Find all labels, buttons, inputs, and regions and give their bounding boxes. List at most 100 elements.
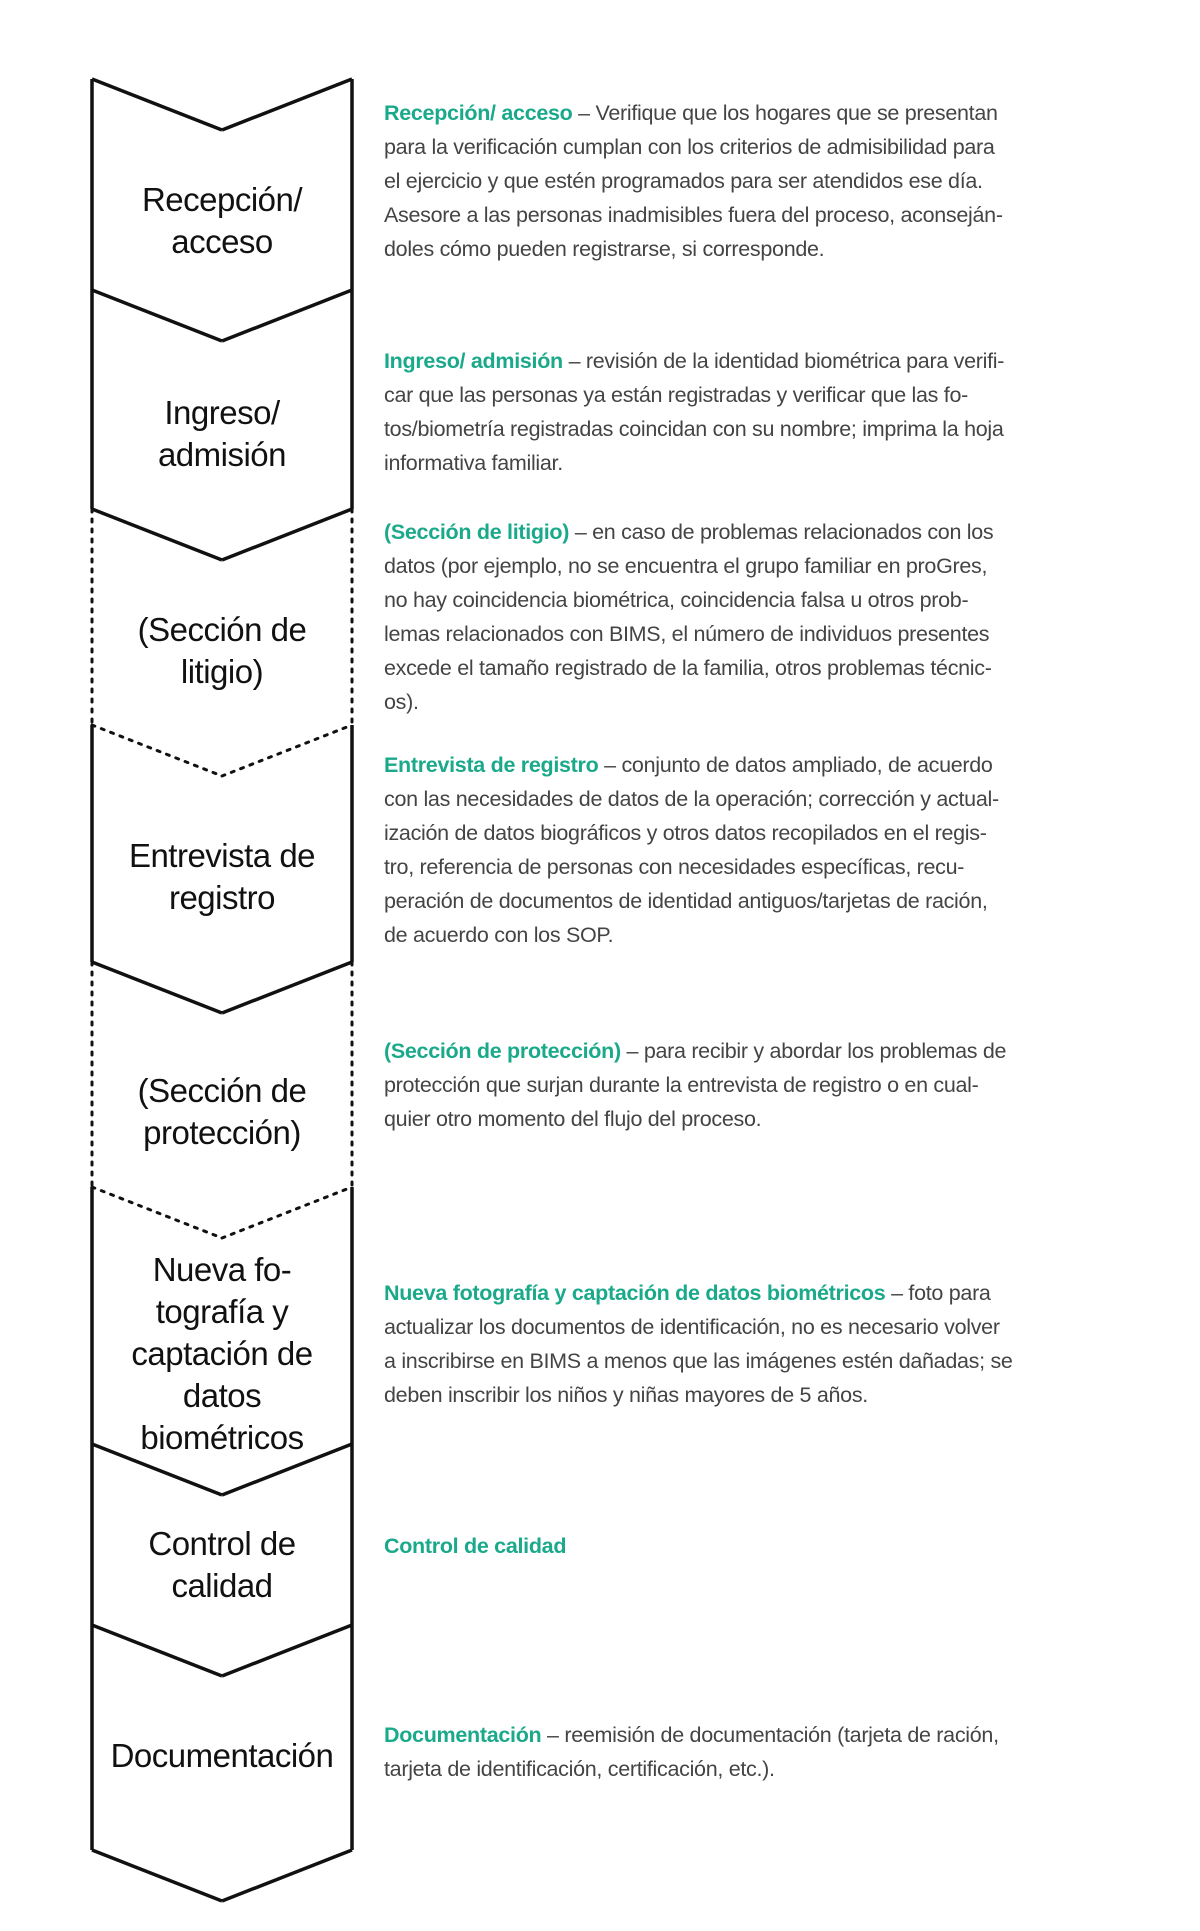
description-text: – reemisión de documentación (tarjeta de… xyxy=(541,1723,999,1747)
chevron-edge xyxy=(91,1623,223,1678)
description-text: para la verificación cumplan con los cri… xyxy=(384,135,995,159)
description-line: car que las personas ya están registrada… xyxy=(384,378,1164,412)
step-description: Entrevista de registro – conjunto de dat… xyxy=(384,748,1164,952)
step-heading: (Sección de litigio) xyxy=(384,520,570,544)
description-line: Ingreso/ admisión – revisión de la ident… xyxy=(384,344,1164,378)
step-heading: Control de calidad xyxy=(384,1534,567,1558)
description-line: peración de documentos de identidad anti… xyxy=(384,884,1164,918)
chevron-edge xyxy=(221,1442,353,1497)
description-line: datos (por ejemplo, no se encuentra el g… xyxy=(384,549,1164,583)
description-text: Asesore a las personas inadmisibles fuer… xyxy=(384,203,1003,227)
description-line: ización de datos biográficos y otros dat… xyxy=(384,816,1164,850)
step-description: (Sección de litigio) – en caso de proble… xyxy=(384,515,1164,719)
step-label: Ingreso/admisión xyxy=(92,392,352,476)
description-text: con las necesidades de datos de la opera… xyxy=(384,787,999,811)
step-heading: Nueva fotografía y captación de datos bi… xyxy=(384,1281,886,1305)
description-text: informativa familiar. xyxy=(384,451,563,475)
step-label-line: Entrevista de xyxy=(128,837,316,874)
description-text: protección que surjan durante la entrevi… xyxy=(384,1073,979,1097)
description-line: tarjeta de identificación, certificación… xyxy=(384,1752,1164,1786)
chevron-edge xyxy=(221,1848,353,1903)
chevron-edge xyxy=(221,77,353,132)
description-line: lemas relacionados con BIMS, el número d… xyxy=(384,617,1164,651)
step-label-line: Recepción/ xyxy=(141,181,303,218)
description-line: el ejercicio y que estén programados par… xyxy=(384,164,1164,198)
step-description: Control de calidad xyxy=(384,1529,1164,1563)
description-line: protección que surjan durante la entrevi… xyxy=(384,1068,1164,1102)
description-line: Recepción/ acceso – Verifique que los ho… xyxy=(384,96,1164,130)
description-line: no hay coincidencia biométrica, coincide… xyxy=(384,583,1164,617)
step-label: (Sección de protección) xyxy=(92,1070,352,1154)
description-text: el ejercicio y que estén programados par… xyxy=(384,169,983,193)
step-label-line: acceso xyxy=(171,223,273,260)
description-line: doles cómo pueden registrarse, si corres… xyxy=(384,232,1164,266)
step-label: Documentación xyxy=(92,1735,352,1777)
description-text: deben inscribir los niños y niñas mayore… xyxy=(384,1383,868,1407)
step-heading: Documentación xyxy=(384,1723,542,1747)
step-heading: Ingreso/ admisión xyxy=(384,349,563,373)
description-text: – para recibir y abordar los problemas d… xyxy=(620,1039,1007,1063)
description-text: no hay coincidencia biométrica, coincide… xyxy=(384,588,969,612)
step-label-line: admisión xyxy=(157,436,287,473)
chevron-edge xyxy=(90,1185,224,1240)
step-label-line: captación de xyxy=(131,1335,313,1372)
chevron-edge xyxy=(220,1185,354,1240)
step-description: (Sección de protección) – para recibir y… xyxy=(384,1034,1164,1136)
step-heading: Entrevista de registro xyxy=(384,753,599,777)
step-label-line: Ingreso/ xyxy=(164,394,280,431)
chevron-edge xyxy=(221,960,353,1015)
chevron-edge xyxy=(91,960,223,1015)
chevron-edge xyxy=(221,507,353,562)
description-line: Entrevista de registro – conjunto de dat… xyxy=(384,748,1164,782)
chevron-edge xyxy=(91,77,223,132)
step-label: Control de calidad xyxy=(92,1523,352,1607)
step-description: Nueva fotografía y captación de datos bi… xyxy=(384,1276,1164,1412)
chevron-edge xyxy=(221,1623,353,1678)
description-text: car que las personas ya están registrada… xyxy=(384,383,968,407)
description-text: datos (por ejemplo, no se encuentra el g… xyxy=(384,554,988,578)
description-line: Documentación – reemisión de documentaci… xyxy=(384,1718,1164,1752)
step-description: Recepción/ acceso – Verifique que los ho… xyxy=(384,96,1164,266)
step-label-line: protección) xyxy=(143,1114,301,1151)
chevron-edge xyxy=(91,288,223,343)
description-line: quier otro momento del flujo del proceso… xyxy=(384,1102,1164,1136)
chevron-edge xyxy=(91,507,223,562)
step-label-line: Control de xyxy=(148,1525,296,1562)
description-text: – foto para xyxy=(885,1281,991,1305)
description-line: Control de calidad xyxy=(384,1529,1164,1563)
step-label-line: datos xyxy=(182,1377,262,1414)
description-text: tro, referencia de personas con necesida… xyxy=(384,855,965,879)
description-text: peración de documentos de identidad anti… xyxy=(384,889,988,913)
description-line: Nueva fotografía y captación de datos bi… xyxy=(384,1276,1164,1310)
description-line: de acuerdo con los SOP. xyxy=(384,918,1164,952)
step-label-line: tografía y xyxy=(155,1293,289,1330)
description-text: lemas relacionados con BIMS, el número d… xyxy=(384,622,990,646)
description-text: tarjeta de identificación, certificación… xyxy=(384,1757,775,1781)
step-heading: Recepción/ acceso xyxy=(384,101,573,125)
description-text: actualizar los documentos de identificac… xyxy=(384,1315,1000,1339)
step-label-line: calidad xyxy=(171,1567,273,1604)
description-text: tos/biometría registradas coincidan con … xyxy=(384,417,1004,441)
description-line: a inscribirse en BIMS a menos que las im… xyxy=(384,1344,1164,1378)
description-line: os). xyxy=(384,685,1164,719)
chevron-edge xyxy=(221,288,353,343)
step-label-line: (Sección de xyxy=(137,1072,307,1109)
description-line: deben inscribir los niños y niñas mayore… xyxy=(384,1378,1164,1412)
description-text: – Verifique que los hogares que se prese… xyxy=(572,101,998,125)
chevron-edge xyxy=(220,723,354,778)
description-line: Asesore a las personas inadmisibles fuer… xyxy=(384,198,1164,232)
description-line: (Sección de protección) – para recibir y… xyxy=(384,1034,1164,1068)
step-heading: (Sección de protección) xyxy=(384,1039,621,1063)
description-text: – en caso de problemas relacionados con … xyxy=(569,520,994,544)
description-text: doles cómo pueden registrarse, si corres… xyxy=(384,237,825,261)
step-label: Entrevista de registro xyxy=(92,835,352,919)
step-label-line: Nueva fo- xyxy=(152,1251,292,1288)
chevron-edge xyxy=(90,723,224,778)
step-description: Ingreso/ admisión – revisión de la ident… xyxy=(384,344,1164,480)
description-text: excede el tamaño registrado de la famili… xyxy=(384,656,992,680)
step-description: Documentación – reemisión de documentaci… xyxy=(384,1718,1164,1786)
step-label-line: registro xyxy=(168,879,276,916)
